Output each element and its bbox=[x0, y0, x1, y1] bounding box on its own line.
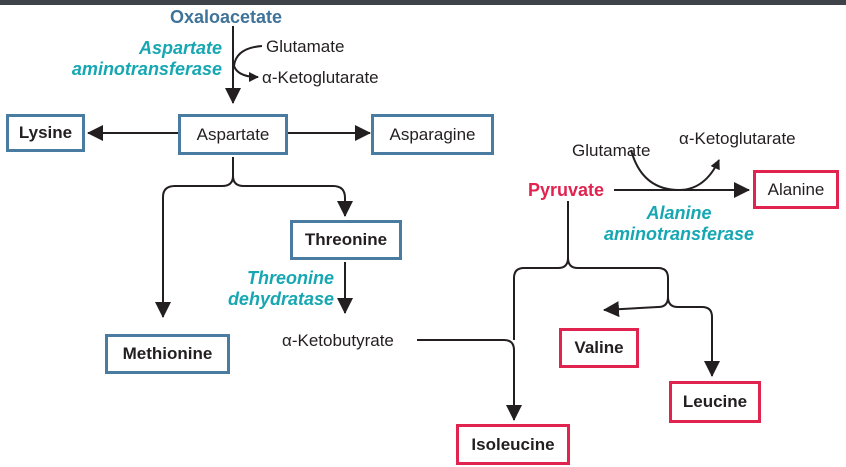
aspartate-enzyme-line1: Aspartate bbox=[138, 38, 222, 58]
branch-pyruvate-right bbox=[567, 257, 669, 318]
branch-to-threonine bbox=[232, 175, 353, 217]
glutamate-label-right: Glutamate bbox=[572, 141, 651, 160]
leucine-box: Leucine bbox=[669, 381, 761, 423]
branch-aspartate-split bbox=[155, 157, 234, 318]
threonine-box: Threonine bbox=[290, 220, 402, 260]
ketobutyrate-label: α-Ketobutyrate bbox=[282, 331, 394, 350]
aspartate-aminotransferase-label: Aspartate aminotransferase bbox=[72, 38, 222, 80]
connector-ketobutyrate-to-isoleucine bbox=[417, 339, 522, 421]
pyruvate-label: Pyruvate bbox=[528, 180, 605, 200]
alanine-aminotransferase-label: Alanine aminotransferase bbox=[596, 203, 762, 245]
oxaloacetate-label: Oxaloacetate bbox=[170, 7, 283, 27]
curve-glutamate-in bbox=[233, 45, 263, 67]
alanine-box: Alanine bbox=[753, 170, 839, 209]
threonine-enzyme-line1: Threonine bbox=[246, 268, 334, 288]
curve-alanine-cosubstrates bbox=[630, 149, 720, 192]
lysine-box: Lysine bbox=[6, 114, 85, 152]
isoleucine-box: Isoleucine bbox=[456, 424, 570, 465]
valine-box: Valine bbox=[559, 328, 639, 368]
ketoglutarate-label-top: α-Ketoglutarate bbox=[262, 68, 379, 87]
methionine-box: Methionine bbox=[105, 334, 230, 374]
aspartate-enzyme-line2: aminotransferase bbox=[71, 59, 222, 79]
alanine-enzyme-line1: Alanine bbox=[646, 203, 712, 223]
alanine-enzyme-line2: aminotransferase bbox=[603, 224, 755, 244]
branch-pyruvate-split bbox=[513, 201, 569, 340]
threonine-enzyme-line2: dehydratase bbox=[227, 289, 334, 309]
ketoglutarate-label-right: α-Ketoglutarate bbox=[679, 129, 796, 148]
branch-to-leucine bbox=[667, 296, 720, 377]
asparagine-box: Asparagine bbox=[371, 114, 494, 155]
threonine-dehydratase-label: Threonine dehydratase bbox=[228, 268, 334, 310]
curve-ketoglutarate-out bbox=[233, 65, 259, 82]
aspartate-box: Aspartate bbox=[178, 114, 288, 155]
top-border bbox=[0, 0, 846, 5]
glutamate-label-top: Glutamate bbox=[266, 37, 345, 56]
